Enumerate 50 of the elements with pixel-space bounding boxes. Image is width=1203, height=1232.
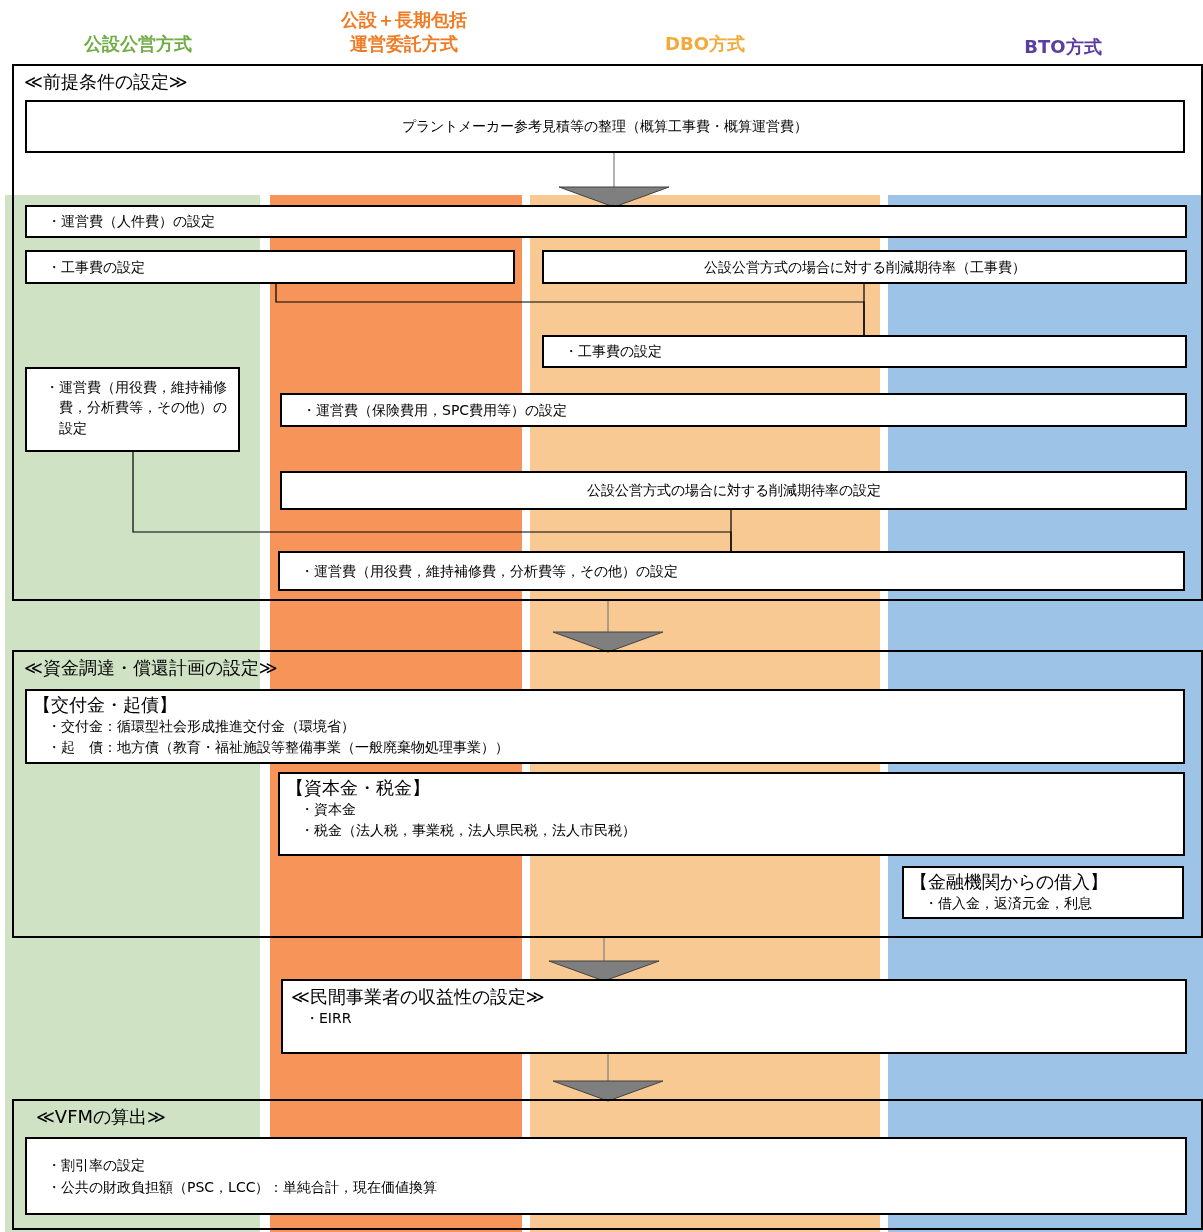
process-box — [542, 335, 1187, 368]
step-text: ・運営費（用役費，維持補修費，分析費等，その他）の設定 — [45, 378, 228, 438]
step-text: ・公共の財政負担額（PSC，LCC）：単純合計，現在価値換算 — [47, 1178, 439, 1197]
process-box — [25, 250, 515, 284]
step-text: ・運営費（人件費）の設定 — [47, 212, 215, 232]
chevron-arrow — [552, 1053, 664, 1102]
process-box — [25, 689, 1185, 764]
step-text: 公設公営方式の場合に対する削減期待率の設定 — [586, 481, 881, 501]
process-box — [278, 772, 1185, 856]
step-text: ・工事費の設定 — [564, 342, 662, 362]
chevron-arrow — [548, 937, 660, 982]
step-text: 公設公営方式の場合に対する削減期待率（工事費） — [703, 257, 1026, 277]
section-panel — [12, 650, 1203, 938]
process-box — [25, 100, 1185, 153]
process-box — [281, 979, 1187, 1054]
step-text: ・運営費（保険費用，SPC費用等）の設定 — [302, 400, 568, 420]
section-panel — [12, 1099, 1203, 1230]
step-text: ・交付金：循環型社会形成推進交付金（環境省） — [46, 717, 356, 737]
box-heading: 【交付金・起債】 — [33, 693, 178, 717]
section-heading: ≪VFMの算出≫ — [36, 1105, 166, 1129]
column-heading: BTO方式 — [1023, 35, 1103, 59]
box-heading: 【資本金・税金】 — [286, 776, 431, 800]
column-heading: DBO方式 — [664, 32, 746, 56]
chevron-arrow — [552, 600, 664, 653]
step-text: ・起 債：地方債（教育・福祉施設等整備事業（一般廃棄物処理事業）） — [46, 738, 510, 758]
step-text: プラントメーカー参考見積等の整理（概算工事費・概算運営費） — [402, 117, 808, 137]
process-box — [280, 393, 1187, 427]
process-box — [278, 551, 1185, 591]
column-heading: 公設＋長期包括運営委託方式 — [340, 8, 468, 56]
section-heading: ≪前提条件の設定≫ — [24, 70, 188, 94]
step-text: ・運営費（用役費，維持補修費，分析費等，その他）の設定 — [300, 561, 678, 581]
column-heading: 公設公営方式 — [82, 32, 193, 56]
connector-line — [863, 283, 865, 336]
process-box — [542, 250, 1187, 284]
step-text: ・税金（法人税，事業税，法人県民税，法人市民税） — [299, 821, 637, 841]
box-heading: 【金融機関からの借入】 — [910, 870, 1109, 894]
process-box — [25, 367, 240, 452]
step-text: ・資本金 — [299, 800, 357, 820]
chevron-arrow — [558, 152, 670, 208]
step-text: ・工事費の設定 — [47, 257, 145, 277]
process-box — [25, 205, 1187, 238]
section-panel — [12, 64, 1203, 601]
connector-line — [730, 509, 732, 552]
process-box — [902, 866, 1184, 919]
step-text: ・借入金，返済元金，利息 — [923, 894, 1093, 914]
step-text: ・EIRR — [304, 1009, 353, 1029]
process-box — [280, 471, 1187, 510]
box-heading: ≪民間事業者の収益性の設定≫ — [291, 985, 546, 1009]
step-text: ・割引率の設定 — [47, 1155, 146, 1175]
process-box — [25, 1137, 1187, 1215]
